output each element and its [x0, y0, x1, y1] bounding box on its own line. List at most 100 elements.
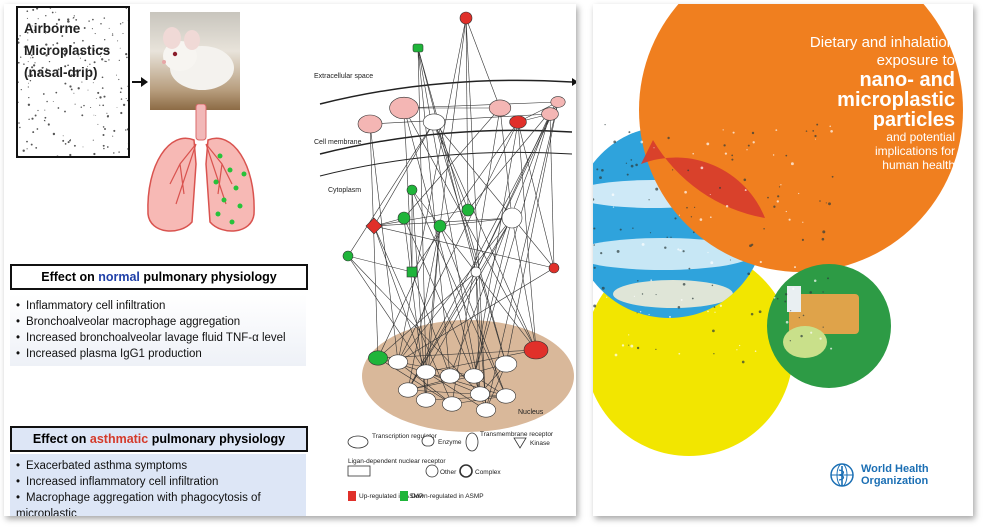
particle-dot	[121, 88, 123, 90]
speck	[641, 242, 645, 246]
particle-dot	[28, 118, 30, 120]
speck	[692, 152, 694, 155]
network-edge	[411, 271, 451, 377]
mouse-photo	[150, 12, 240, 110]
speck	[706, 142, 710, 146]
particle-dot	[75, 19, 78, 21]
who-name-line: World Health	[861, 463, 929, 475]
particle-dot	[47, 123, 50, 126]
particle-dot	[105, 60, 107, 63]
speck	[790, 310, 792, 312]
speck	[648, 199, 650, 201]
particle-dot	[77, 87, 80, 90]
asthmatic-effect-list: Exacerbated asthma symptoms Increased in…	[10, 454, 306, 516]
particle-dot	[108, 59, 110, 61]
particle-dot	[68, 74, 71, 76]
speck	[724, 152, 728, 155]
speck	[614, 353, 618, 357]
speck	[713, 353, 715, 355]
speck	[752, 141, 755, 144]
particle-dot	[93, 61, 96, 64]
particle-dot	[117, 40, 119, 42]
speck	[729, 259, 731, 261]
particle-dot	[101, 58, 104, 61]
who-name: World Health Organization	[861, 463, 929, 487]
particle-dot	[42, 66, 44, 68]
particle-dot	[100, 47, 104, 50]
speck	[805, 130, 808, 132]
network-edge	[369, 123, 399, 363]
speck	[679, 249, 682, 252]
speck	[798, 192, 800, 195]
particle-dot	[64, 143, 67, 145]
particle-dot	[48, 60, 51, 63]
network-node	[365, 217, 383, 235]
particle-dot	[99, 96, 102, 99]
particle-dot	[82, 39, 84, 42]
network-edge	[433, 121, 507, 365]
speck	[709, 216, 712, 219]
network-edge	[475, 101, 559, 273]
particle-dot	[26, 140, 28, 143]
network-edge	[475, 271, 487, 411]
network-edge	[373, 209, 469, 227]
membrane-line	[319, 79, 573, 105]
particle-dot	[106, 115, 109, 118]
network-edge	[417, 47, 427, 373]
network-edge	[417, 47, 507, 365]
heading-prefix: Effect on	[32, 432, 87, 446]
speck	[667, 136, 670, 140]
particle-dot	[99, 104, 101, 106]
particle-dot	[32, 64, 36, 67]
particle-dot	[93, 114, 95, 116]
speck	[822, 291, 824, 293]
speck	[641, 293, 644, 295]
speck	[606, 296, 608, 298]
network-edge	[403, 107, 481, 395]
speck	[593, 244, 595, 246]
network-edge	[439, 217, 513, 227]
particle-dot	[118, 59, 120, 62]
network-edge	[347, 121, 435, 257]
legend-transmembrane-symbol	[465, 432, 479, 452]
speck	[648, 313, 650, 316]
speck	[632, 227, 634, 229]
particle-dot	[125, 52, 128, 56]
particle-dot	[19, 126, 21, 129]
who-emblem-icon	[830, 463, 854, 487]
network-node	[541, 107, 559, 121]
particle-dot	[120, 111, 123, 115]
particle-dot	[52, 44, 55, 46]
speck	[639, 310, 642, 313]
particle-dot	[83, 104, 85, 107]
nasal-drip-box: Airborne Microplastics (nasal-drip)	[16, 6, 130, 158]
speck	[680, 298, 683, 301]
particle-dot	[67, 18, 70, 21]
mouse-icon	[162, 27, 234, 90]
particle-dot	[92, 18, 94, 21]
particle-dot	[62, 48, 65, 51]
lungs-icon	[147, 104, 255, 232]
particle-dot	[43, 119, 46, 122]
particle-dot	[31, 25, 33, 27]
speck	[731, 158, 734, 161]
network-edge	[373, 225, 555, 269]
legend-other-symbol	[425, 464, 439, 478]
network-edge	[411, 121, 519, 273]
speck	[723, 144, 726, 147]
list-item: Increased inflammatory cell infiltration	[16, 474, 300, 490]
particle-dot	[116, 107, 118, 108]
speck	[751, 131, 755, 135]
speck	[725, 205, 729, 208]
speck	[688, 267, 691, 270]
network-edge	[407, 375, 475, 391]
speck	[736, 349, 738, 351]
network-edge	[369, 123, 379, 359]
drip-title-line: Airborne	[24, 21, 81, 36]
drip-title-line: (nasal-drip)	[24, 65, 98, 80]
network-edge	[411, 189, 507, 397]
network-node	[459, 11, 473, 25]
particle-dot	[108, 27, 110, 29]
network-edge	[397, 361, 475, 377]
particle-dot	[56, 155, 59, 156]
